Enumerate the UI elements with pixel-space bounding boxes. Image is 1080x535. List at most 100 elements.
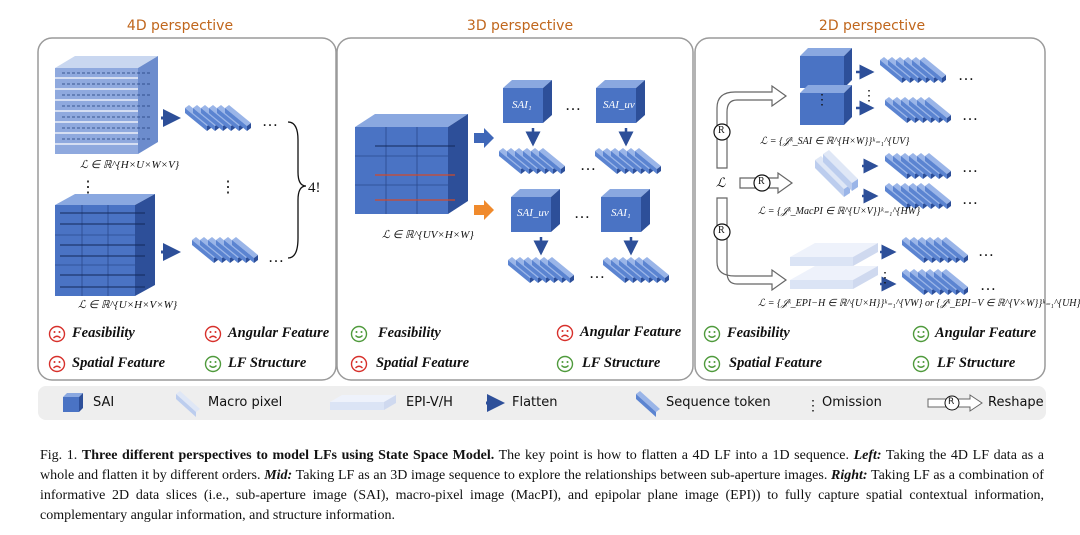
vertical-omission: ⋮ (220, 179, 236, 196)
epi-stack (790, 243, 878, 289)
feature-feasibility-2d: Feasibility (727, 325, 790, 341)
vertical-omission: ⋮ (862, 89, 876, 104)
legend-flatten-label: Flatten (512, 395, 558, 410)
legend-omission-icon: ⋮ (806, 399, 820, 414)
brace (287, 121, 307, 259)
ellipsis: … (262, 113, 278, 130)
formula-4d-top: ℒ ∈ ℝ^{H×U×W×V} (80, 159, 180, 171)
lf-4d-cube-bottom (55, 194, 155, 296)
legend-macro-pixel-label: Macro pixel (208, 395, 283, 410)
legend-epi-icon (330, 395, 396, 410)
caption-left-label: Left: (853, 448, 882, 463)
happy-face-icon (912, 355, 930, 373)
reshape-symbol (713, 123, 771, 241)
sai-stack: ⋮ (800, 48, 852, 125)
formula-3d: ℒ ∈ ℝ^{UV×H×W} (382, 229, 474, 241)
feature-angular-3d: Angular Feature (580, 324, 682, 340)
lf-symbol: ℒ (716, 175, 726, 190)
reshape-symbol-label: R (758, 176, 765, 187)
legend-macro-pixel-icon (176, 391, 200, 417)
feature-angular-2d: Angular Feature (935, 325, 1037, 341)
orange-order-arrow (474, 200, 494, 220)
formula-2d-macpi: ℒ = {𝒥ᵏ_MacPI ∈ ℝ^{U×V}}ᵏ₌₁^{HW} (758, 206, 921, 217)
sai-cube (511, 189, 560, 232)
sequence-token-row (885, 153, 951, 179)
happy-face-icon (703, 325, 721, 343)
ellipsis: … (978, 243, 994, 260)
caption-sentence-1: The key point is how to flatten a 4D LF … (494, 448, 854, 463)
caption-sentence-3: Taking LF as an 3D image sequence to exp… (292, 468, 831, 483)
sequence-token-row (902, 237, 968, 263)
sad-face-icon (556, 324, 574, 342)
sequence-token-row (508, 257, 574, 283)
sai-1-label: SAI₁ (512, 99, 532, 111)
sequence-token-row (192, 237, 258, 263)
panel-3d (336, 37, 694, 381)
vertical-omission: ⋮ (80, 179, 96, 196)
panel-title-3d: 3D perspective (466, 18, 574, 34)
ellipsis: … (962, 107, 978, 124)
lf-4d-cube-top (55, 56, 158, 154)
legend-sai-label: SAI (93, 395, 115, 410)
formula-2d-sai: ℒ = {𝒥ᵏ_SAI ∈ ℝ^{H×W}}ᵏ₌₁^{UV} (760, 136, 910, 147)
legend-reshape-icon (927, 394, 983, 412)
sai-uv-label: SAI_uv (517, 207, 549, 219)
formula-2d-epi: ℒ = {𝒥ᵏ_EPI−H ∈ ℝ^{U×H}}ᵏ₌₁^{VW} or {𝒥ᵏ_… (758, 298, 1080, 309)
sequence-token-row (185, 105, 251, 131)
figure-caption: Fig. 1. Three different perspectives to … (40, 446, 1044, 526)
formula-4d-bottom: ℒ ∈ ℝ^{U×H×V×W} (78, 299, 178, 311)
feature-spatial-4d: Spatial Feature (72, 355, 166, 371)
ellipsis: … (962, 191, 978, 208)
panel-title-4d: 4D perspective (126, 18, 234, 34)
ellipsis: … (565, 97, 581, 114)
macro-pixel-stack (815, 150, 858, 197)
panel-title-2d: 2D perspective (818, 18, 926, 34)
caption-title: Three different perspectives to model LF… (81, 448, 495, 463)
sai-cube (601, 189, 650, 232)
feature-structure-3d: LF Structure (582, 355, 661, 371)
feature-feasibility-3d: Feasibility (378, 325, 441, 341)
legend-token-label: Sequence token (666, 395, 771, 410)
blue-order-arrow (474, 128, 494, 148)
legend-epi-label: EPI-V/H (406, 395, 453, 410)
ellipsis: … (574, 205, 590, 222)
legend-reshape-symbol: R (948, 397, 955, 407)
sai-uv-label: SAI_uv (603, 99, 635, 111)
legend-token-icon (636, 391, 660, 417)
sai-cube (503, 80, 552, 123)
sai-cube (596, 80, 645, 123)
vertical-omission: ⋮ (878, 271, 892, 286)
happy-face-icon (556, 355, 574, 373)
sequence-token-row (499, 148, 565, 174)
svg-text:⋮: ⋮ (815, 93, 829, 108)
reshape-symbol-label: R (718, 225, 725, 236)
sad-face-icon (48, 325, 66, 343)
sequence-token-row (595, 148, 661, 174)
reshape-symbol-label: R (718, 125, 725, 136)
sad-face-icon (48, 355, 66, 373)
legend-sai-icon (63, 393, 83, 412)
ellipsis: … (962, 159, 978, 176)
happy-face-icon (350, 325, 368, 343)
panel-2d (694, 37, 1046, 381)
caption-prefix: Fig. 1. (40, 448, 78, 463)
ellipsis: … (589, 265, 605, 282)
feature-spatial-3d: Spatial Feature (376, 355, 470, 371)
caption-right-label: Right: (831, 468, 868, 483)
caption-mid-label: Mid: (264, 468, 293, 483)
reshape-flow-arrow (716, 84, 794, 292)
legend-omission-label: Omission (822, 395, 882, 410)
panel-4d (37, 37, 337, 381)
legend-bar (38, 386, 1046, 420)
feature-structure-2d: LF Structure (937, 355, 1016, 371)
lf-3d-cube (355, 114, 468, 214)
sai-1-label: SAI₁ (611, 207, 631, 219)
diagram-canvas: … … ⋮ ⋮ … … … … (37, 37, 1046, 420)
sequence-token-row (902, 269, 968, 295)
factorial-label: 4! (308, 180, 321, 196)
ellipsis: … (958, 67, 974, 84)
ellipsis: … (268, 249, 284, 266)
happy-face-icon (204, 355, 222, 373)
feature-angular-4d: Angular Feature (228, 325, 330, 341)
caption-sentence-2: Taking the 4D LF data as a whole and fla… (40, 448, 1045, 483)
